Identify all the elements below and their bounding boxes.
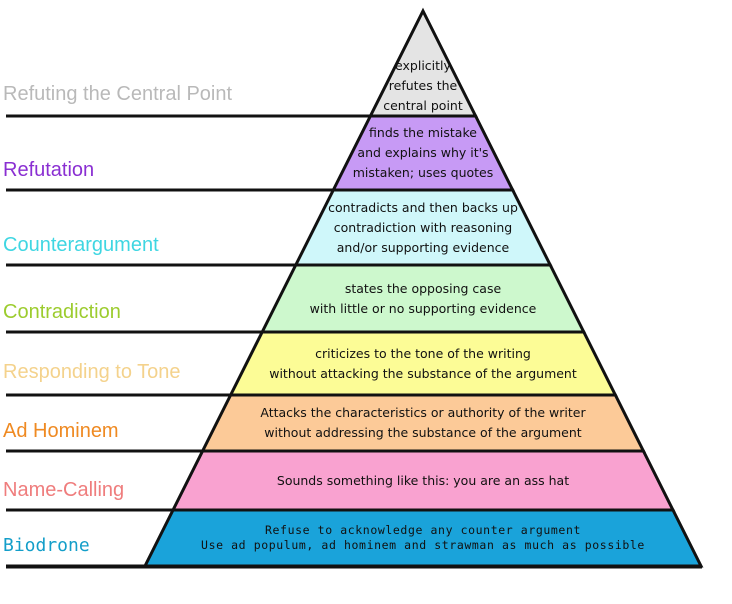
description-line: states the opposing case (344, 280, 502, 296)
level-description: Attacks the characteristics or authority… (260, 403, 585, 443)
level-name: Refuting the Central Point (3, 83, 233, 105)
description-line: mistaken; uses quotes (352, 165, 494, 180)
description-line: and explains why it's (357, 145, 489, 160)
level-name: Contradiction (3, 301, 121, 323)
level-name: Responding to Tone (3, 361, 181, 383)
description-line: without addressing the substance of the … (264, 425, 582, 440)
level-name: Name-Calling (3, 479, 125, 501)
description-line: Attacks the characteristics or authority… (260, 405, 586, 420)
description-line: without attacking the substance of the a… (269, 365, 577, 381)
description-line: contradiction with reasoning (333, 219, 513, 235)
level-name: Biodrone (3, 535, 90, 556)
description-line: refutes the (388, 78, 458, 93)
level-description: Refuse to acknowledge any counter argume… (201, 523, 645, 553)
level-description: contradicts and then backs up contradicti… (328, 198, 518, 258)
description-line: explicitly (395, 58, 451, 73)
description-line: and/or supporting evidence (336, 239, 510, 255)
description-line: Sounds something like this: you are an a… (276, 472, 570, 488)
level-description: states the opposing case with little or n… (310, 279, 537, 319)
description-line: finds the mistake (369, 125, 477, 140)
description-line: Refuse to acknowledge any counter argume… (265, 523, 581, 537)
description-line: Use ad populum, ad hominem and strawman … (201, 538, 645, 552)
level-description: Sounds something like this: you are an a… (277, 471, 569, 491)
description-line: with little or no supporting evidence (309, 300, 537, 316)
description-line: contradicts and then backs up (328, 199, 518, 215)
level-name: Refutation (3, 159, 95, 181)
description-line: criticizes to the tone of the writing (315, 345, 531, 361)
level-name: Ad Hominem (3, 420, 119, 442)
description-line: central point (383, 98, 463, 113)
level-name: Counterargument (3, 234, 159, 256)
level-description: finds the mistake and explains why it's mi… (353, 123, 494, 183)
level-description: criticizes to the tone of the writing wit… (269, 344, 577, 384)
level-description: explicitly refutes the central point (383, 56, 463, 116)
